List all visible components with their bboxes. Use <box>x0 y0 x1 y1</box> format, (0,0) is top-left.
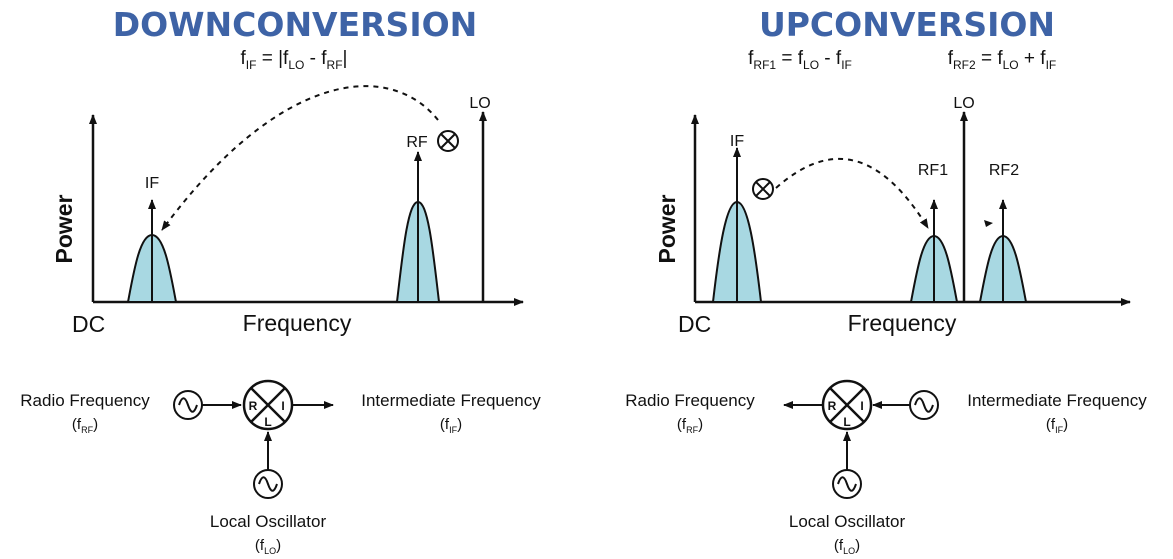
mixer-port-i: I <box>281 399 284 413</box>
rf-output-label: Radio Frequency <box>625 391 755 410</box>
mixer-block-icon: R I L <box>242 379 294 431</box>
dc-label: DC <box>72 311 105 337</box>
downconversion-title: DOWNCONVERSION <box>113 5 478 44</box>
upconversion-equation-rf1: fRF1 = fLO - fIF <box>748 48 852 72</box>
sine-wave-source-icon <box>832 469 862 499</box>
mixer-port-r: R <box>249 399 258 413</box>
sine-wave-source-icon <box>909 390 939 420</box>
mixer-port-l: L <box>264 415 271 429</box>
dc-label: DC <box>678 311 711 337</box>
mixer-port-l: L <box>843 415 850 429</box>
rf1-label: RF1 <box>918 162 948 179</box>
mixer-x-circle-icon <box>752 178 774 200</box>
upconversion-section: UPCONVERSION fRF1 = fLO - fIF fRF2 = fLO… <box>625 5 1147 556</box>
rf-source-label: Radio Frequency <box>20 391 150 410</box>
if-output-symbol: (fIF) <box>440 416 462 435</box>
if-source-label: Intermediate Frequency <box>967 391 1147 410</box>
if-label: IF <box>145 175 159 192</box>
rf2-pointer-arrowhead <box>984 220 993 227</box>
mixer-x-circle-icon <box>437 130 459 152</box>
mixer-port-i: I <box>860 399 863 413</box>
upconversion-equation-rf2: fRF2 = fLO + fIF <box>948 48 1057 72</box>
lo-source-label: Local Oscillator <box>210 512 327 531</box>
rf-output-symbol: (fRF) <box>677 416 703 435</box>
mixer-block-icon: R I L <box>821 379 873 431</box>
sine-wave-source-icon <box>173 390 203 420</box>
downconversion-section: DOWNCONVERSION fIF = |fLO - fRF| Power F… <box>20 5 541 556</box>
lo-source-label: Local Oscillator <box>789 512 906 531</box>
frequency-axis-label: Frequency <box>848 310 957 336</box>
if-label: IF <box>730 133 744 150</box>
translation-dashed-arrow <box>775 157 929 229</box>
if-output-label: Intermediate Frequency <box>361 391 541 410</box>
rf-label: RF <box>406 134 428 151</box>
frequency-axis-label: Frequency <box>243 310 352 336</box>
lo-label: LO <box>469 95 490 112</box>
power-axis-label: Power <box>51 194 77 263</box>
sine-wave-source-icon <box>253 469 283 499</box>
lo-label: LO <box>953 95 974 112</box>
mixer-port-r: R <box>828 399 837 413</box>
if-source-symbol: (fIF) <box>1046 416 1068 435</box>
downconversion-equation: fIF = |fLO - fRF| <box>241 48 348 72</box>
lo-source-symbol: (fLO) <box>255 537 281 556</box>
upconversion-title: UPCONVERSION <box>759 5 1055 44</box>
upconversion-block-diagram: Radio Frequency (fRF) R I L Intermediate… <box>625 379 1147 556</box>
lo-source-symbol: (fLO) <box>834 537 860 556</box>
power-axis-label: Power <box>654 194 680 263</box>
translation-dashed-arrow <box>161 85 439 231</box>
downconversion-block-diagram: Radio Frequency (fRF) R I L Intermediate… <box>20 379 541 556</box>
rf-source-symbol: (fRF) <box>72 416 98 435</box>
rf2-label: RF2 <box>989 162 1019 179</box>
